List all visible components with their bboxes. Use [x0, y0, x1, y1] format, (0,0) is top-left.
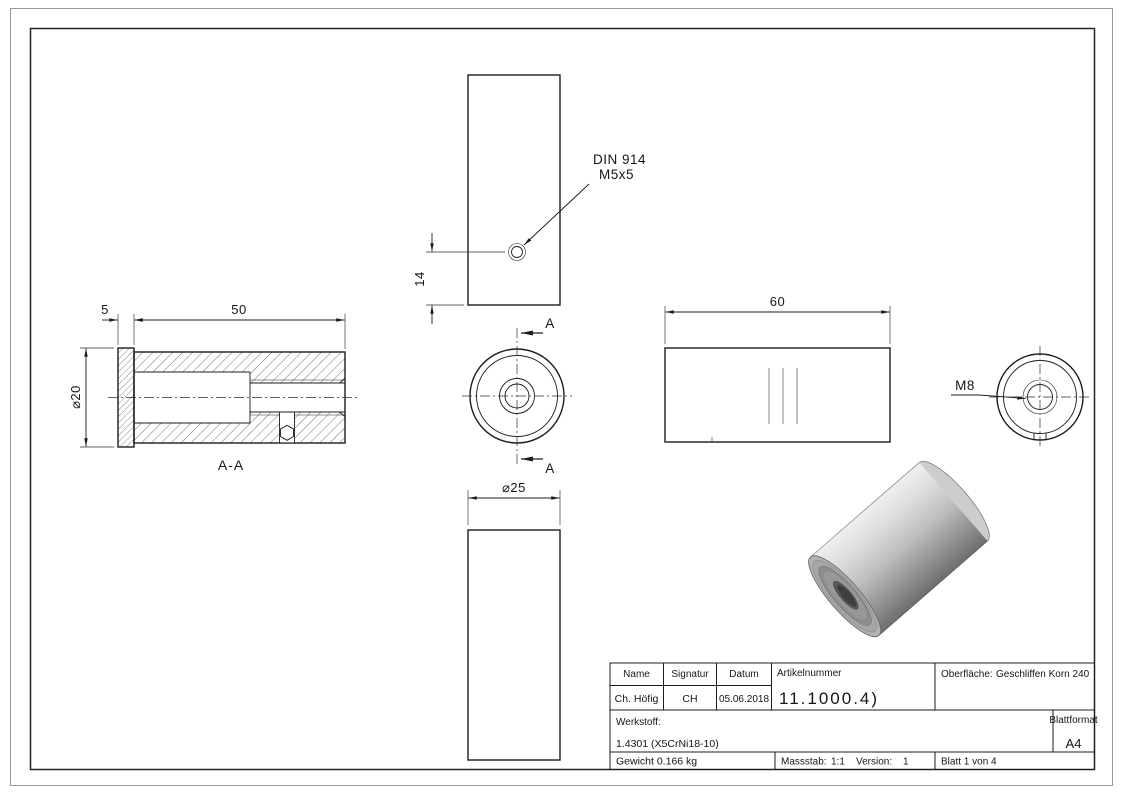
hatch-area-step-top: [250, 372, 345, 383]
leader-line: [978, 394, 1026, 400]
blattformat-label: Blattformat: [1049, 715, 1098, 726]
leader-line: [523, 183, 590, 246]
dimension-diameter-25: ⌀25: [467, 480, 561, 525]
dimension-hole-position: 14: [412, 233, 505, 324]
callout-standard-label: DIN 914: [593, 152, 646, 167]
dim-label-d25: ⌀25: [502, 480, 526, 495]
render-3d-cylinder: [808, 460, 990, 638]
blatt-value: Blatt 1 von 4: [941, 757, 997, 768]
cylinder-outline: [664, 347, 891, 443]
massstab-label: Massstab:: [781, 757, 827, 768]
sheet-frame: [10, 8, 1113, 786]
screw-hole-clearout: [279, 412, 295, 443]
header-artikelnummer: Artikelnummer: [777, 668, 842, 679]
section-cut-marks: A A: [521, 316, 555, 476]
chamfer-line: [339, 378, 346, 384]
title-block-grid: [610, 663, 1095, 770]
section-view-aa: 5 50 ⌀20 A-A: [68, 302, 357, 473]
surface-lines: [768, 368, 798, 424]
hatch-area-step-bottom: [250, 412, 345, 423]
werkstoff-value: 1.4301 (X5CrNi18-10): [616, 738, 719, 750]
render-bore-depth: [837, 584, 857, 607]
dim-label-5: 5: [101, 302, 109, 317]
hatch-area-bottom-wall: [134, 423, 345, 443]
set-screw-hex-socket: [280, 424, 294, 441]
bore-lines: [134, 371, 346, 424]
render-bottom-edge: [878, 540, 988, 636]
chamfer-line: [339, 411, 346, 417]
render-top-edge: [810, 462, 920, 558]
dimension-diameter-20: ⌀20: [68, 347, 114, 448]
value-datum: 05.06.2018: [719, 694, 769, 705]
dimension-length-60: 60: [664, 294, 891, 344]
section-caption: A-A: [218, 457, 244, 473]
thread-label: M8: [955, 378, 975, 393]
cut-label-bottom: A: [545, 461, 555, 476]
dimension-cap-length: 5: [101, 302, 150, 345]
m8-callout: M8: [951, 378, 1026, 400]
werkstoff-label: Werkstoff:: [616, 717, 661, 728]
set-screw-hole: [511, 246, 523, 258]
dim-label-14: 14: [412, 271, 427, 286]
dim-label-50: 50: [231, 302, 246, 317]
value-artikelnummer: 11.1000.4): [779, 689, 879, 708]
header-datum: Datum: [729, 669, 758, 680]
din914-callout: DIN 914 M5x5: [523, 152, 646, 246]
massstab-value: 1:1: [831, 757, 845, 768]
cylinder-outline: [467, 74, 561, 306]
bottom-view-outline: [467, 529, 561, 761]
gewicht-value: Gewicht 0.166 kg: [616, 756, 697, 768]
oberflaeche-value: Geschliffen Korn 240: [996, 669, 1090, 680]
callout-thread-label: M5x5: [599, 167, 634, 182]
front-view: A A ⌀25: [462, 316, 572, 525]
value-name: Ch. Höfig: [615, 693, 659, 705]
value-signatur: CH: [682, 693, 697, 705]
side-view: 60: [664, 294, 891, 443]
oberflaeche-label: Oberfläche:: [941, 669, 993, 680]
set-screw-section: [279, 412, 295, 443]
cut-label-top: A: [545, 316, 555, 331]
version-value: 1: [903, 757, 909, 768]
dim-label-d20: ⌀20: [68, 385, 83, 409]
header-signatur: Signatur: [671, 669, 709, 680]
outer-border: [10, 8, 1113, 786]
hatch-area-top-wall: [134, 352, 345, 372]
end-view: M8: [951, 346, 1091, 448]
top-side-view: DIN 914 M5x5 14: [412, 74, 646, 324]
title-block-frame: [609, 662, 1095, 770]
dim-label-60: 60: [770, 294, 785, 309]
version-label: Version:: [856, 757, 892, 768]
set-screw-thread-circle: [508, 243, 526, 261]
blattformat-value: A4: [1066, 736, 1082, 751]
dimension-body-length: 50: [134, 302, 346, 349]
header-name: Name: [623, 669, 650, 680]
inner-border: [29, 27, 1096, 771]
title-block: Name Signatur Datum Artikelnummer Oberfl…: [609, 662, 1098, 770]
